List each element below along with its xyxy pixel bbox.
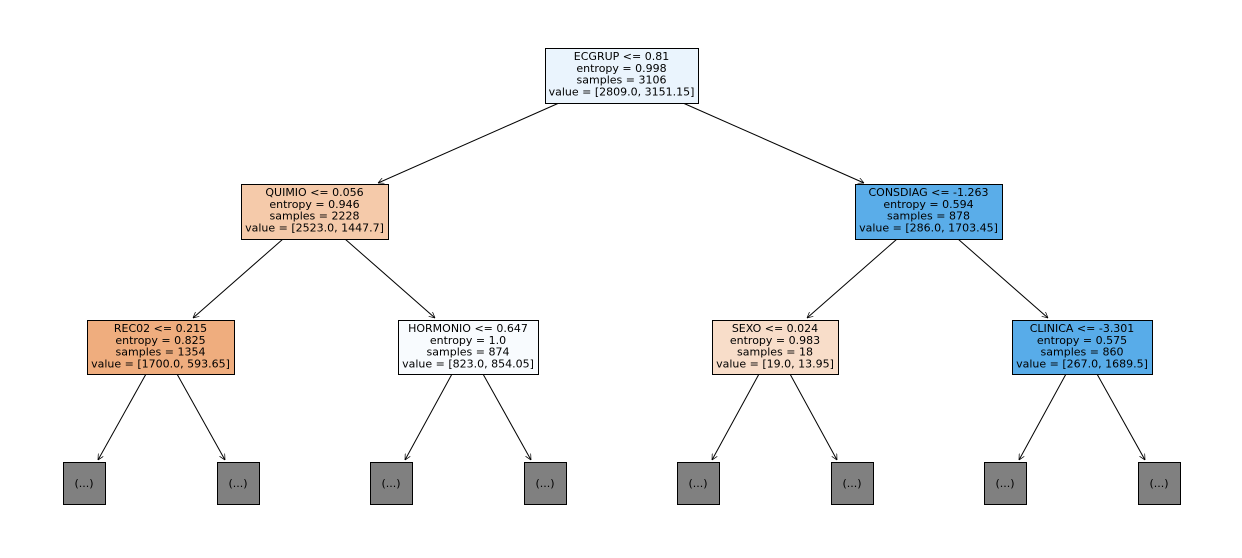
truncated-subtree-node: (...): [370, 462, 413, 505]
tree-edge-arrow: [1096, 373, 1146, 460]
node-text-line: REC02 <= 0.215: [114, 322, 207, 335]
node-text-line: entropy = 0.983: [730, 334, 820, 347]
truncated-subtree-node: (...): [677, 462, 720, 505]
leaf-box: [831, 462, 874, 505]
node-text-line: CONSDIAG <= -1.263: [868, 186, 988, 199]
node-text-line: value = [2523.0, 1447.7]: [245, 221, 384, 234]
node-text-line: samples = 874: [427, 346, 510, 359]
node-text-line: HORMONIO <= 0.647: [408, 322, 528, 335]
node-text-line: value = [1700.0, 593.65]: [91, 357, 230, 370]
leaf-box: [217, 462, 260, 505]
tree-edge-arrow: [711, 373, 760, 460]
leaf-label: (...): [995, 477, 1014, 490]
leaf-label: (...): [842, 477, 861, 490]
node-text-line: samples = 18: [737, 346, 813, 359]
truncated-subtree-node: (...): [524, 462, 567, 505]
tree-edge-arrow: [682, 102, 864, 183]
node-text-line: entropy = 0.594: [883, 198, 973, 211]
node-box: [855, 184, 1003, 240]
tree-edge-arrow: [176, 373, 226, 460]
node-box: [87, 320, 235, 375]
tree-edge-arrow: [97, 373, 147, 460]
node-box: [398, 320, 539, 375]
tree-edge-arrow: [789, 373, 838, 460]
tree-edge-arrow: [957, 238, 1048, 318]
node-text-line: QUIMIO <= 0.056: [265, 186, 363, 199]
truncated-subtree-node: (...): [63, 462, 106, 505]
node-box: [1012, 320, 1153, 375]
node-box: [241, 184, 389, 240]
tree-edge-arrow: [378, 102, 560, 183]
node-text-line: value = [267.0, 1689.5]: [1016, 357, 1148, 370]
tree-edge-arrow: [404, 373, 453, 460]
node-text-line: value = [2809.0, 3151.15]: [549, 85, 695, 98]
node-text-line: samples = 2228: [270, 210, 360, 223]
leaf-label: (...): [688, 477, 707, 490]
leaf-box: [984, 462, 1027, 505]
node-text-line: entropy = 1.0: [430, 334, 506, 347]
node-box: [545, 48, 699, 104]
node-text-line: samples = 1354: [116, 346, 206, 359]
node-text-line: ECGRUP <= 0.81: [574, 50, 669, 63]
leaf-label: (...): [228, 477, 247, 490]
node-text-line: entropy = 0.575: [1037, 334, 1127, 347]
truncated-subtree-node: (...): [831, 462, 874, 505]
node-text-line: value = [19.0, 13.95]: [716, 357, 834, 370]
leaf-box: [63, 462, 106, 505]
leaf-box: [370, 462, 413, 505]
tree-edge-arrow: [807, 238, 898, 318]
node-text-line: value = [286.0, 1703.45]: [859, 221, 998, 234]
tree-edge-arrow: [482, 373, 532, 460]
tree-edge-arrow: [1018, 373, 1067, 460]
node-text-line: entropy = 0.825: [115, 334, 205, 347]
tree-edge-arrow: [344, 238, 435, 318]
node-text-line: samples = 878: [887, 210, 970, 223]
leaf-box: [524, 462, 567, 505]
leaf-label: (...): [74, 477, 93, 490]
node-text-line: samples = 860: [1041, 346, 1124, 359]
leaf-label: (...): [381, 477, 400, 490]
node-text-line: entropy = 0.998: [576, 62, 666, 75]
truncated-subtree-node: (...): [217, 462, 260, 505]
tree-edge-arrow: [193, 238, 284, 318]
leaf-box: [1138, 462, 1181, 505]
node-box: [712, 320, 839, 375]
node-text-line: CLINICA <= -3.301: [1030, 322, 1135, 335]
leaf-label: (...): [535, 477, 554, 490]
node-text-line: SEXO <= 0.024: [732, 322, 818, 335]
node-text-line: value = [823.0, 854.05]: [402, 357, 534, 370]
node-text-line: entropy = 0.946: [269, 198, 359, 211]
leaf-label: (...): [1149, 477, 1168, 490]
leaf-box: [677, 462, 720, 505]
truncated-subtree-node: (...): [1138, 462, 1181, 505]
truncated-subtree-node: (...): [984, 462, 1027, 505]
node-text-line: samples = 3106: [577, 74, 667, 87]
